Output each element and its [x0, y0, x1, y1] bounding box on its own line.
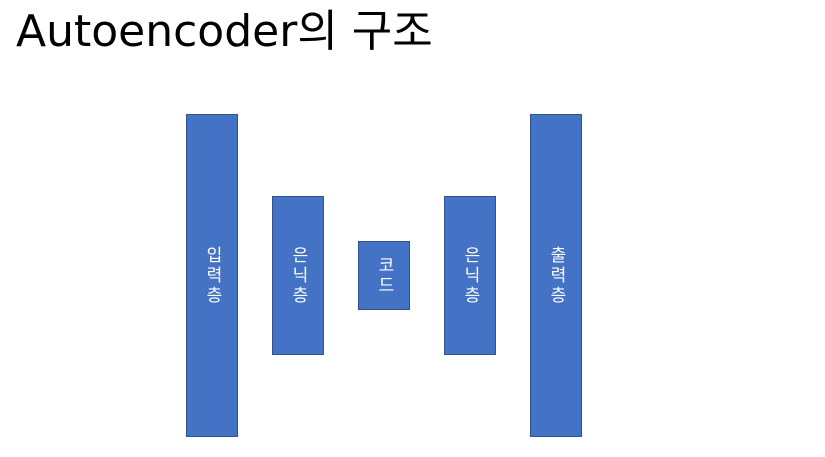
input-layer-label: 입력층	[202, 245, 222, 306]
code-layer-box: 코드	[358, 241, 410, 310]
hidden-layer-2-box: 은닉층	[444, 196, 496, 355]
page-title: Autoencoder의 구조	[16, 6, 433, 57]
hidden-layer-2-label: 은닉층	[460, 245, 480, 306]
code-layer-label: 코드	[374, 255, 394, 296]
output-layer-box: 출력층	[530, 114, 582, 437]
input-layer-box: 입력층	[186, 114, 238, 437]
hidden-layer-1-label: 은닉층	[288, 245, 308, 306]
output-layer-label: 출력층	[546, 245, 566, 306]
hidden-layer-1-box: 은닉층	[272, 196, 324, 355]
